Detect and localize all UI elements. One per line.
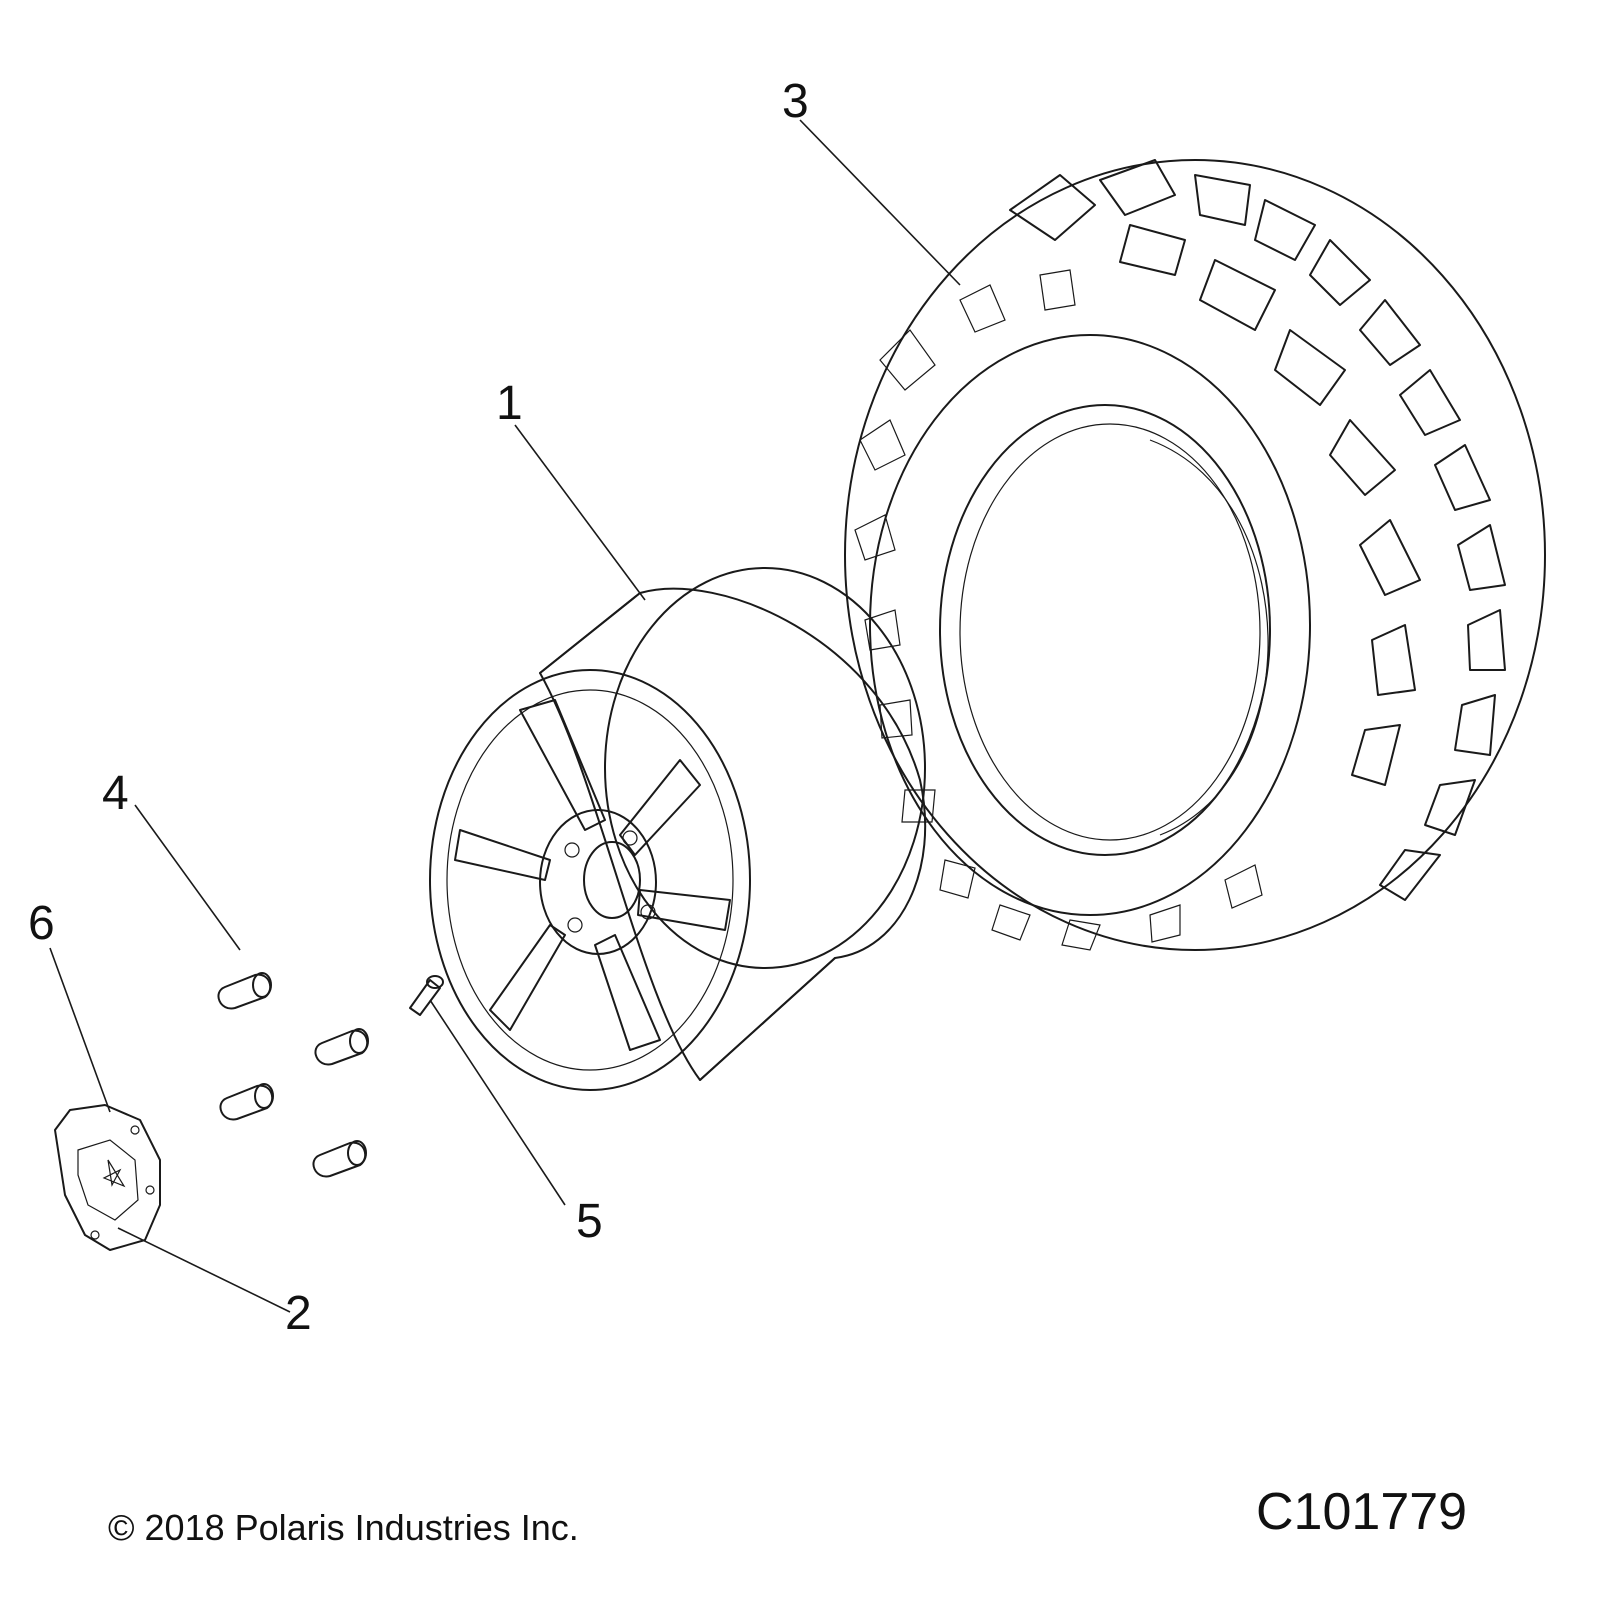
drawing-number: C101779 <box>1256 1483 1468 1541</box>
callout-1: 1 <box>496 377 523 430</box>
valve-stem <box>409 975 444 1016</box>
tire-bead-inner <box>959 423 1261 841</box>
center-cap <box>54 1104 161 1251</box>
polaris-star-emblem <box>102 1159 126 1188</box>
tire-sidewall <box>869 334 1311 916</box>
callout-5: 5 <box>576 1195 603 1248</box>
wheel-lug-hole <box>567 917 583 933</box>
lug-nut <box>314 1028 369 1066</box>
wheel <box>429 567 927 1091</box>
tire-tread-blocks <box>1009 159 1506 901</box>
tire-tread-outer <box>844 159 1546 951</box>
wheel-center-bore <box>583 841 641 919</box>
leader-line-1 <box>514 424 646 601</box>
wheel-lug-hole <box>640 904 656 920</box>
leader-line-4 <box>134 804 241 951</box>
lug-nut <box>219 1083 274 1121</box>
tire-inner-shading <box>1149 439 1269 836</box>
wheel-lug-hole <box>622 830 638 846</box>
callout-2: 2 <box>285 1287 312 1340</box>
lug-nuts <box>217 972 369 1178</box>
wheel-barrel <box>539 587 927 1081</box>
tire-bead <box>939 404 1271 856</box>
tire-sidewall-lugs <box>854 269 1263 951</box>
tire <box>844 159 1546 951</box>
leader-line-5 <box>429 999 566 1206</box>
callout-6: 6 <box>28 897 55 950</box>
copyright-notice: © 2018 Polaris Industries Inc. <box>108 1507 579 1548</box>
callout-3: 3 <box>782 75 809 128</box>
wheel-spokes <box>454 699 731 1051</box>
callout-4: 4 <box>102 767 129 820</box>
lug-nut <box>217 972 272 1010</box>
wheel-back-rim <box>604 567 926 969</box>
lug-nut <box>312 1140 367 1178</box>
leader-line-2 <box>117 1227 291 1313</box>
leader-line-3 <box>799 119 961 286</box>
wheel-front-rim <box>429 669 751 1091</box>
wheel-rim-lip <box>446 689 734 1071</box>
wheel-lug-hole <box>564 842 580 858</box>
leader-line-6 <box>49 947 111 1113</box>
wheel-hub <box>539 809 657 955</box>
leader-lines <box>49 119 961 1313</box>
